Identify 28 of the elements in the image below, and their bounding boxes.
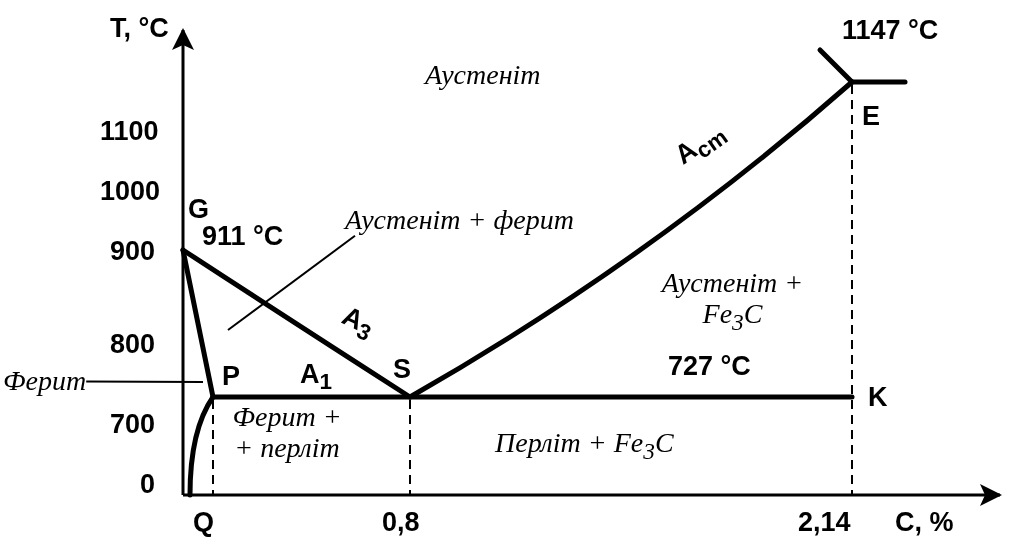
- phase-label: Аустеніт + Fe$_{3}$C: [659, 268, 805, 336]
- tick-label: 700: [110, 410, 156, 440]
- phase-label: Ферит: [3, 366, 87, 397]
- phase-label: Перліт + Fe$_{3}$C: [495, 428, 674, 465]
- phase-label: Аустеніт: [425, 60, 541, 91]
- line-label: A$_{1}$: [300, 360, 332, 396]
- point-label: P: [222, 362, 240, 392]
- point-label: S: [393, 355, 411, 385]
- temperature-label: 1147 °C: [842, 16, 939, 46]
- point-label: E: [862, 102, 880, 132]
- tick-label: 1100: [100, 117, 159, 147]
- point-label: K: [868, 383, 888, 413]
- temperature-label: 727 °C: [668, 352, 751, 382]
- point-label: G: [188, 195, 209, 225]
- tick-label: 800: [110, 330, 156, 360]
- phase-label: Ферит + + перліт: [231, 402, 343, 464]
- axis-title: T, °C: [110, 14, 169, 44]
- leader-line: [227, 234, 356, 331]
- tick-label: 0: [140, 470, 156, 500]
- tick-label: 0,8: [382, 508, 420, 538]
- phase-label: Аустеніт + ферит: [345, 205, 574, 236]
- axis-title: C, %: [895, 508, 954, 538]
- temperature-label: 911 °C: [202, 222, 284, 252]
- leader-line: [85, 380, 204, 383]
- tick-label: 900: [110, 237, 156, 267]
- tick-label: 1000: [100, 177, 161, 207]
- tick-label: 2,14: [798, 508, 851, 538]
- tick-label: Q: [193, 508, 214, 538]
